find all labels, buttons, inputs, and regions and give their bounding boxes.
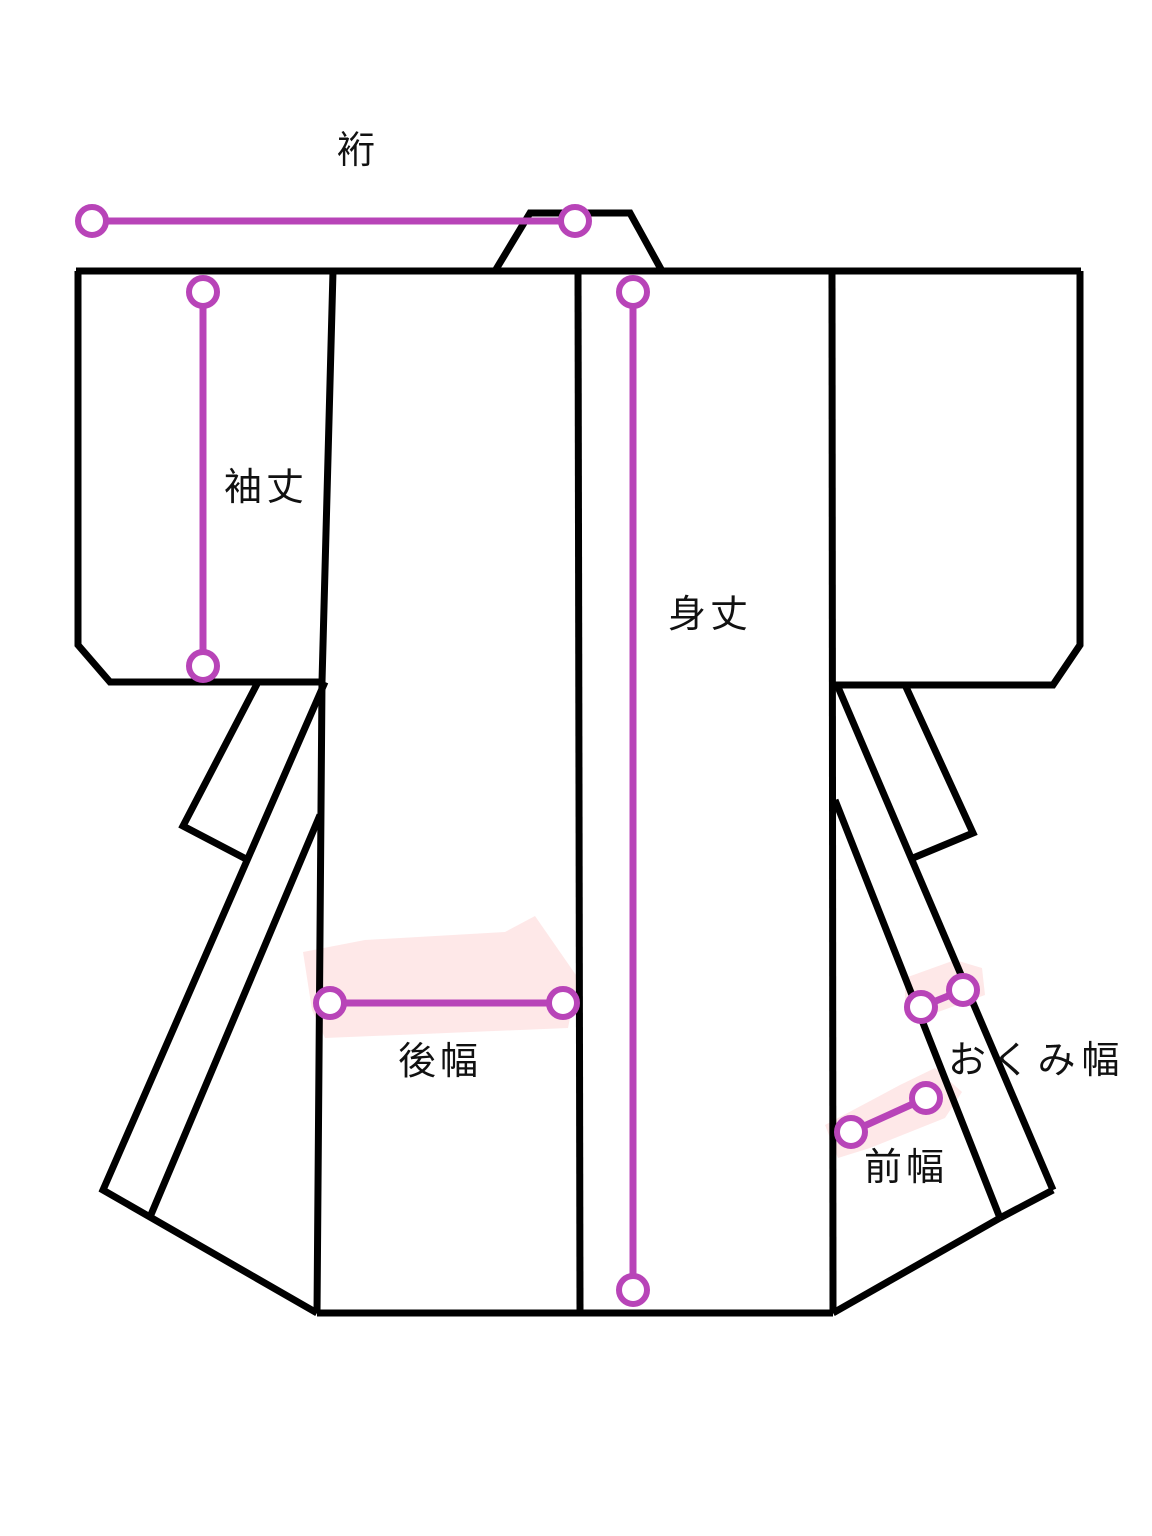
endpoint-mitake-bottom	[616, 1273, 650, 1307]
left-inner-sleeve	[178, 682, 261, 864]
label-mae-haba: 前幅	[864, 1145, 949, 1189]
endpoint-sodetake-bottom	[186, 649, 220, 683]
right-hem-return	[998, 1186, 1055, 1222]
right-sleeve	[833, 271, 1084, 689]
endpoint-yuki-right	[558, 204, 592, 238]
right-inner-sleeve	[902, 685, 978, 862]
kimono-outline	[74, 209, 1084, 1317]
label-mitake: 身丈	[668, 592, 753, 636]
right-front-edge	[834, 685, 1057, 1192]
label-sodetake: 袖丈	[224, 465, 309, 509]
left-sleeve	[74, 271, 325, 686]
endpoint-okumi-haba-left	[904, 990, 938, 1024]
right-hem-edge	[831, 1214, 1002, 1317]
highlight-ushiro-haba	[303, 916, 578, 1038]
endpoint-mae-haba-right	[909, 1081, 943, 1115]
center-back-seam	[574, 270, 584, 1312]
endpoint-ushiro-haba-right	[546, 986, 580, 1020]
endpoint-mitake-top	[616, 275, 650, 309]
left-front-edge	[98, 680, 329, 1317]
endpoint-mae-haba-left	[834, 1115, 868, 1149]
endpoint-ushiro-haba-left	[313, 986, 347, 1020]
back-left-seam	[313, 270, 337, 1314]
label-yuki: 裄	[337, 128, 376, 172]
endpoint-yuki-left	[75, 204, 109, 238]
endpoint-sodetake-top	[186, 275, 220, 309]
measurement-lines	[75, 204, 980, 1307]
back-right-seam	[828, 270, 837, 1314]
highlight-marks	[303, 916, 985, 1158]
label-ushiro-haba: 後幅	[398, 1039, 483, 1083]
left-okumi-edge	[146, 813, 324, 1219]
label-okumi-haba: おくみ幅	[948, 1038, 1126, 1082]
endpoint-okumi-haba-right	[946, 973, 980, 1007]
